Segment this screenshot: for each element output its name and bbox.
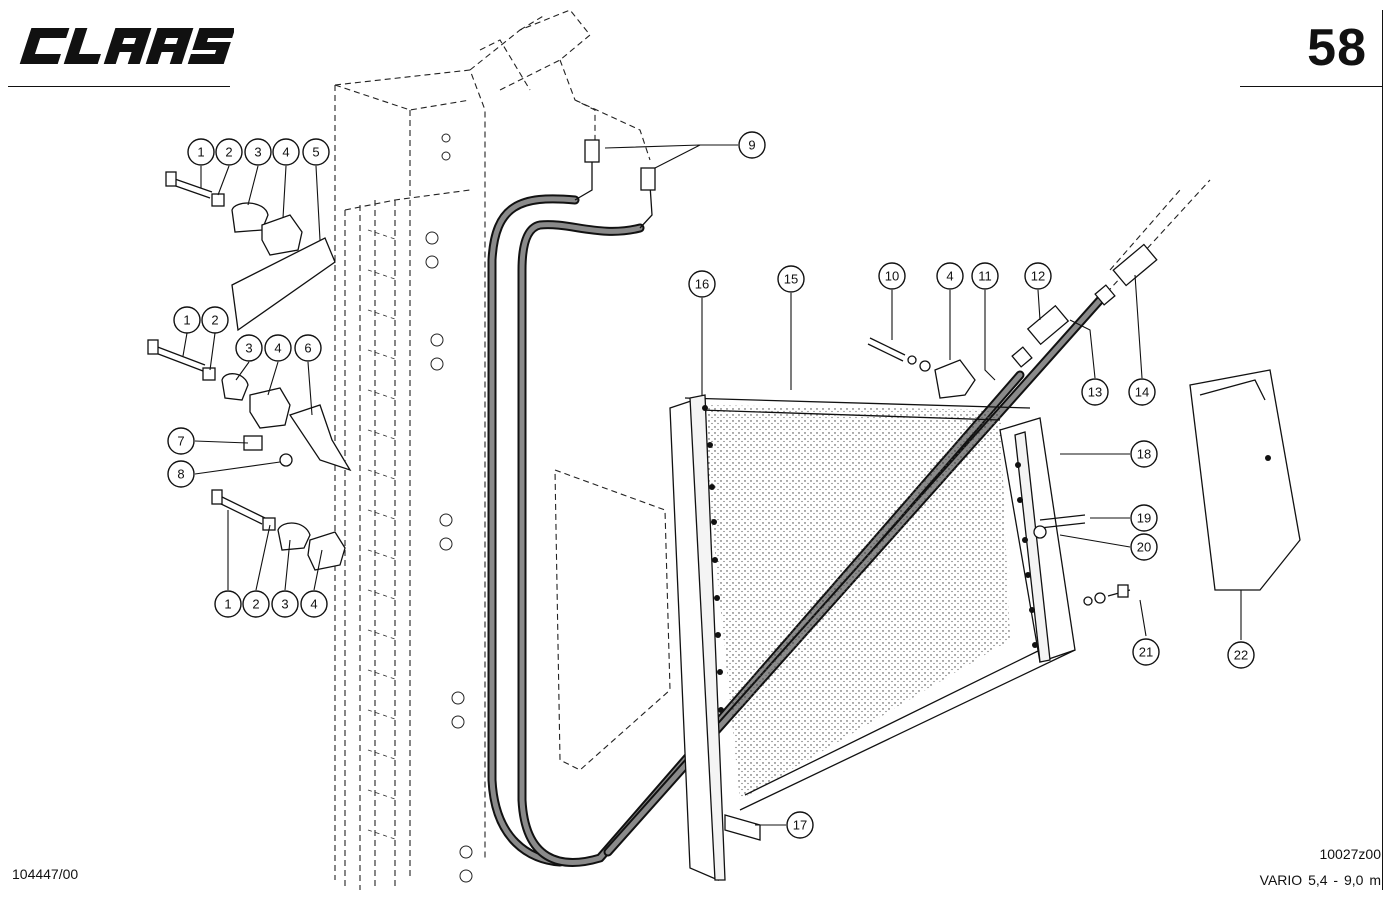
callout-number: 20 <box>1137 540 1151 555</box>
callout-number: 4 <box>282 145 289 160</box>
callout-10: 10 <box>878 262 906 290</box>
callout-number: 13 <box>1088 385 1102 400</box>
page-number: 58 <box>1307 19 1367 77</box>
callout-number: 11 <box>978 269 992 284</box>
callout-number: 14 <box>1135 385 1149 400</box>
callout-number: 19 <box>1137 511 1151 526</box>
header-rule-right <box>1240 86 1383 87</box>
header-rule-left <box>8 86 230 87</box>
callout-7: 7 <box>167 427 195 455</box>
callout-number: 3 <box>281 597 288 612</box>
callout-15: 15 <box>777 265 805 293</box>
cooler-assembly <box>669 394 1086 882</box>
callout-number: 1 <box>224 597 231 612</box>
callout-1: 1 <box>173 306 201 334</box>
callout-5: 5 <box>302 138 330 166</box>
callout-number: 8 <box>177 467 184 482</box>
callout-number: 2 <box>211 313 218 328</box>
callout-4: 4 <box>936 262 964 290</box>
column-bolts <box>425 133 473 883</box>
callout-20: 20 <box>1130 533 1158 561</box>
callout-number: 16 <box>695 277 709 292</box>
callout-number: 4 <box>274 341 281 356</box>
callout-number: 5 <box>312 145 319 160</box>
callout-2: 2 <box>201 306 229 334</box>
leader-lines <box>182 144 1242 826</box>
document-number: 104447/00 <box>12 866 79 882</box>
callout-8: 8 <box>167 460 195 488</box>
callout-number: 15 <box>784 272 798 287</box>
callout-number: 7 <box>177 434 184 449</box>
callout-13: 13 <box>1081 378 1109 406</box>
callout-1: 1 <box>214 590 242 618</box>
frame-column-dashed <box>334 9 671 890</box>
callout-number: 3 <box>245 341 252 356</box>
callout-22: 22 <box>1227 641 1255 669</box>
callout-number: 2 <box>252 597 259 612</box>
callout-number: 12 <box>1031 269 1045 284</box>
callout-number: 21 <box>1139 645 1153 660</box>
callout-16: 16 <box>688 270 716 298</box>
callout-12: 12 <box>1024 262 1052 290</box>
callout-14: 14 <box>1128 378 1156 406</box>
callout-11: 11 <box>971 262 999 290</box>
callout-3: 3 <box>244 138 272 166</box>
callout-number: 10 <box>885 269 899 284</box>
callout-4: 4 <box>300 590 328 618</box>
callout-number: 4 <box>310 597 317 612</box>
mounting-hardware <box>147 171 1301 606</box>
callout-19: 19 <box>1130 504 1158 532</box>
model-label: VARIO 5,4 - 9,0 m <box>1259 872 1381 888</box>
callout-3: 3 <box>271 590 299 618</box>
callout-9: 9 <box>738 131 766 159</box>
callout-21: 21 <box>1132 638 1160 666</box>
column-hatching <box>367 229 399 841</box>
callout-2: 2 <box>215 138 243 166</box>
callout-number: 22 <box>1234 648 1248 663</box>
callout-number: 4 <box>946 269 953 284</box>
callout-18: 18 <box>1130 440 1158 468</box>
callout-number: 17 <box>793 818 807 833</box>
callout-number: 9 <box>748 138 755 153</box>
page-border-right <box>1382 10 1383 890</box>
callout-number: 6 <box>304 341 311 356</box>
claas-logo <box>19 28 234 64</box>
callout-1: 1 <box>187 138 215 166</box>
callout-number: 3 <box>254 145 261 160</box>
callout-3: 3 <box>235 334 263 362</box>
hose-continuation-dashed <box>1099 179 1211 301</box>
callout-4: 4 <box>264 334 292 362</box>
callout-6: 6 <box>294 334 322 362</box>
callout-2: 2 <box>242 590 270 618</box>
callout-number: 1 <box>197 145 204 160</box>
couplings <box>1011 243 1158 368</box>
callout-number: 2 <box>225 145 232 160</box>
callout-number: 1 <box>183 313 190 328</box>
drawing-code: 10027z00 <box>1319 846 1381 862</box>
callout-number: 18 <box>1137 447 1151 462</box>
callout-17: 17 <box>786 811 814 839</box>
callout-4: 4 <box>272 138 300 166</box>
